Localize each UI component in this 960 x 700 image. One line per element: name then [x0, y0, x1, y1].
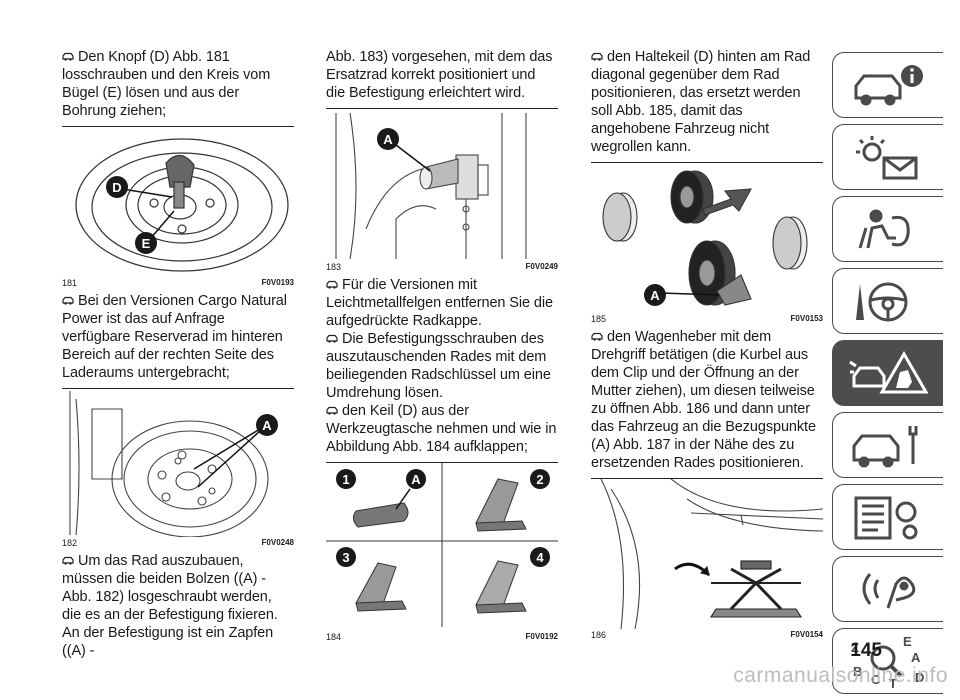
- wheel-chock-steps-illustration: 1 A 2 3 4: [326, 463, 558, 627]
- car-bullet-icon: [326, 334, 338, 343]
- label-a: A: [411, 472, 421, 487]
- car-bullet-icon: [591, 52, 603, 61]
- step-2-label: 2: [536, 472, 543, 487]
- paragraph: Abb. 183) vorgesehen, mit dem das Ersatz…: [326, 49, 553, 101]
- tab-lights-messages[interactable]: [832, 124, 943, 190]
- car-bullet-icon: [326, 406, 338, 415]
- breakdown-warning-icon: [849, 351, 928, 394]
- page-number: 145: [850, 640, 882, 661]
- paragraph: den Keil (D) aus der Werkzeugtasche nehm…: [326, 403, 557, 455]
- index-letter: D: [915, 670, 924, 685]
- index-letter: T: [889, 676, 897, 690]
- car-service-icon: [852, 426, 918, 468]
- paragraph: den Wagenheber mit dem Drehgriff betätig…: [591, 329, 816, 471]
- tab-emergency[interactable]: [832, 340, 943, 406]
- jack-illustration: [600, 479, 823, 629]
- column-2: Abb. 183) vorgesehen, mit dem das Ersatz…: [326, 48, 558, 646]
- step-1-label: 1: [342, 472, 349, 487]
- multimedia-icon: [862, 573, 916, 609]
- paragraph: Für die Versionen mit Leichtmetallfelgen…: [326, 277, 553, 329]
- paragraph: Den Knopf (D) Abb. 181 losschrauben und …: [62, 49, 271, 119]
- step-3-label: 3: [342, 550, 349, 565]
- cargo-spare-wheel-illustration: A: [69, 391, 278, 537]
- chock-placement-illustration: A: [602, 170, 808, 306]
- index-letter: C: [871, 672, 881, 687]
- airbag-icon: [858, 209, 910, 249]
- mounting-pin-illustration: A: [335, 112, 527, 260]
- car-info-icon: [854, 65, 923, 106]
- spare-wheel-bracket-illustration: D E: [75, 138, 289, 272]
- index-letter: E: [903, 634, 912, 649]
- label-e: E: [142, 236, 151, 251]
- watermark: carmanualsonline.info: [733, 664, 948, 687]
- index-letter: B: [853, 664, 862, 679]
- car-bullet-icon: [62, 556, 74, 565]
- car-bullet-icon: [62, 296, 74, 305]
- settings-list-icon: [854, 496, 918, 540]
- column-1: Den Knopf (D) Abb. 181 losschrauben und …: [62, 48, 294, 660]
- tab-technical-data[interactable]: [832, 484, 943, 550]
- tab-index[interactable]: Z E A B C T D: [832, 628, 943, 694]
- tab-multimedia[interactable]: [832, 556, 943, 622]
- column-3: den Haltekeil (D) hinten am Rad diagonal…: [591, 48, 823, 644]
- lights-message-icon: [856, 136, 918, 180]
- car-bullet-icon: [326, 280, 338, 289]
- alphabetical-index-icon: Z E A B C T D: [851, 634, 924, 690]
- tab-car-info[interactable]: [832, 52, 943, 118]
- label-a: A: [383, 132, 393, 147]
- tab-safety[interactable]: [832, 196, 943, 262]
- tab-driving[interactable]: [832, 268, 943, 334]
- steering-wheel-icon: [856, 282, 908, 322]
- car-bullet-icon: [62, 52, 74, 61]
- paragraph: Bei den Versionen Cargo Natural Power is…: [62, 293, 287, 381]
- label-a: A: [650, 288, 660, 303]
- index-letter: Z: [851, 640, 859, 655]
- index-letter: A: [911, 650, 921, 665]
- paragraph: Um das Rad auszubauen, müssen die beiden…: [62, 553, 278, 659]
- chapter-tabs: Z E A B C T D: [832, 52, 960, 700]
- paragraph: Die Befestigungsschrauben des auszutausc…: [326, 331, 551, 401]
- car-bullet-icon: [591, 332, 603, 341]
- paragraph: den Haltekeil (D) hinten am Rad diagonal…: [591, 49, 811, 155]
- label-a: A: [262, 418, 272, 433]
- tab-maintenance[interactable]: [832, 412, 943, 478]
- step-4-label: 4: [536, 550, 544, 565]
- label-d: D: [112, 180, 121, 195]
